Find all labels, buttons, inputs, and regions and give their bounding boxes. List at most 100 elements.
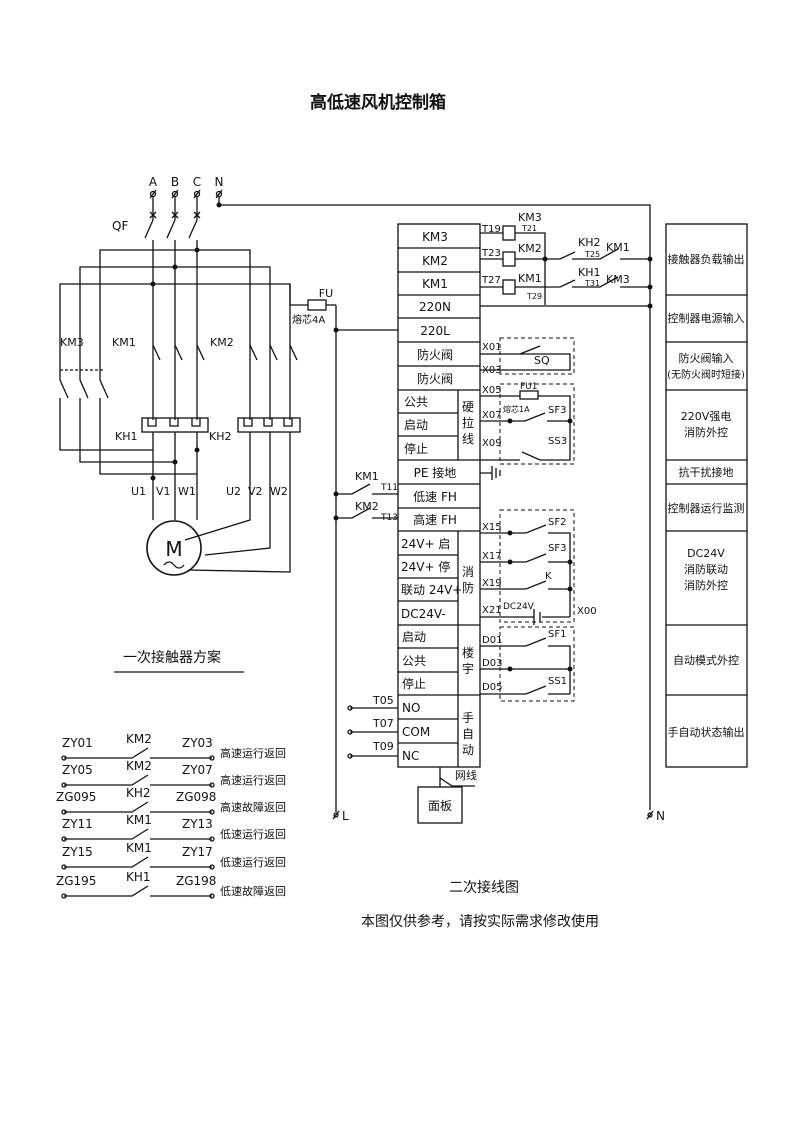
- svg-text:KM1: KM1: [126, 841, 152, 855]
- km1-contacts: [59, 330, 298, 475]
- svg-text:D05: D05: [482, 682, 502, 693]
- phase-n-label: N: [215, 175, 224, 189]
- l-bus: L KM1 T11 KM2 T13 T05 T07 T09: [332, 305, 398, 823]
- svg-text:T29: T29: [526, 292, 542, 301]
- phase-a-label: A: [149, 175, 158, 189]
- func-emi-ground: 抗干扰接地: [679, 465, 734, 479]
- svg-text:T27: T27: [481, 275, 501, 286]
- km2-main-label: KM2: [210, 336, 234, 349]
- terminal-low-fh: 低速 FH: [413, 490, 457, 504]
- terminal-bms-common: 公共: [402, 654, 426, 668]
- terminal-nc: NC: [402, 749, 419, 763]
- svg-text:SS1: SS1: [548, 676, 567, 687]
- svg-text:DC24V: DC24V: [503, 602, 535, 612]
- svg-text:KM3: KM3: [606, 273, 630, 286]
- terminal-block: KM3 KM2 KM1 220N 220L 防火阀 防火阀 公共 启动 停止 P…: [397, 223, 481, 768]
- panel-box: [417, 786, 463, 824]
- svg-text:SF3: SF3: [548, 405, 566, 416]
- note-text: 本图仅供参考，请按实际需求修改使用: [361, 913, 599, 930]
- contactor-outputs: T19 T23 T27 KM3 T21 KM2 KM1 T29 KH2 T25 …: [480, 211, 653, 309]
- feedback-row: ZY11 KM1 ZY13 低速运行返回: [61, 813, 286, 842]
- qf-label: QF: [112, 219, 128, 233]
- svg-text:ZY11: ZY11: [62, 817, 93, 831]
- terminal-link-24v: 联动 24V+: [401, 583, 462, 597]
- terminal-com: COM: [402, 725, 430, 739]
- svg-text:高速运行返回: 高速运行返回: [220, 746, 286, 760]
- terminal-bms-stop: 停止: [402, 676, 426, 691]
- group-manual-auto: 手: [462, 711, 474, 725]
- svg-text:KH2: KH2: [578, 236, 600, 249]
- u1-label: U1: [131, 485, 146, 498]
- svg-text:T07: T07: [372, 717, 394, 730]
- n-bus-label: N: [656, 809, 665, 823]
- terminal-220n: 220N: [419, 300, 451, 314]
- w1-label: W1: [178, 485, 196, 498]
- svg-text:X19: X19: [482, 578, 502, 589]
- func-dc24v: DC24V: [687, 547, 725, 560]
- terminal-hard-stop: 停止: [404, 441, 428, 456]
- svg-text:KM2: KM2: [355, 500, 379, 513]
- svg-text:X09: X09: [482, 438, 502, 449]
- svg-text:T09: T09: [372, 740, 394, 753]
- panel-label: 面板: [428, 799, 452, 813]
- svg-text:ZG095: ZG095: [56, 790, 96, 804]
- terminal-km2: KM2: [422, 254, 448, 268]
- function-table: 接触器负载输出 控制器电源输入 防火阀输入 (无防火阀时短接) 220V强电 消…: [665, 223, 748, 768]
- svg-text:ZY17: ZY17: [182, 845, 213, 859]
- svg-text:KM1: KM1: [606, 241, 630, 254]
- svg-text:KH1: KH1: [126, 870, 151, 884]
- w2-label: W2: [270, 485, 288, 498]
- svg-text:SS3: SS3: [548, 436, 567, 447]
- fu-label: FU: [319, 287, 333, 300]
- motor-symbol: [146, 520, 202, 576]
- fu-fuse: [307, 299, 327, 311]
- fire-damper-loop: X01 X03 SQ: [480, 337, 575, 376]
- terminal-220l: 220L: [420, 324, 450, 338]
- func-manual-auto-output: 手自动状态输出: [668, 725, 745, 739]
- page-title: 高低速风机控制箱: [310, 92, 446, 113]
- svg-text:ZY15: ZY15: [62, 845, 93, 859]
- panel-cable-label: 网线: [455, 768, 477, 782]
- kh2-label: KH2: [209, 430, 231, 443]
- svg-text:X17: X17: [482, 551, 502, 562]
- hard-wire-loop: X05 X07 X09 FU1 熔芯1A SF3 SS3: [480, 382, 575, 465]
- svg-text:SF3: SF3: [548, 543, 566, 554]
- svg-text:T25: T25: [584, 250, 600, 259]
- km3-main-label: KM3: [60, 336, 84, 349]
- feedback-row: ZY15 KM1 ZY17 低速运行返回: [61, 841, 286, 870]
- feedback-contacts: ZY01 KM2 ZY03 高速运行返回 ZY05 KM2 ZY07 高速运行返…: [56, 732, 286, 899]
- motor-label: M: [165, 537, 182, 561]
- svg-text:低速故障返回: 低速故障返回: [220, 884, 286, 898]
- terminal-km3: KM3: [422, 230, 448, 244]
- svg-text:自: 自: [462, 727, 474, 741]
- kh1-label: KH1: [115, 430, 137, 443]
- svg-text:X21: X21: [482, 605, 502, 616]
- phase-b-label: B: [171, 175, 179, 189]
- secondary-caption: 二次接线图: [449, 879, 519, 896]
- func-contactor-output: 接触器负载输出: [668, 252, 745, 266]
- svg-text:KH2: KH2: [126, 786, 151, 800]
- svg-text:低速运行返回: 低速运行返回: [220, 828, 286, 841]
- svg-text:SF1: SF1: [548, 629, 566, 640]
- qf-breaker: [144, 197, 201, 420]
- func-power-input: 控制器电源输入: [668, 311, 745, 325]
- fire-linkage-loop: X15 X17 X19 X21 SF2 SF3 K DC24V X00: [480, 509, 597, 625]
- group-hard-wire: 硬: [462, 400, 474, 414]
- terminal-fire-damper-2: 防火阀: [417, 371, 453, 386]
- kh1-relay: [141, 417, 209, 433]
- svg-text:SF2: SF2: [548, 517, 566, 528]
- svg-text:KM1: KM1: [355, 470, 379, 483]
- svg-text:T31: T31: [584, 279, 600, 288]
- svg-text:高速故障返回: 高速故障返回: [220, 800, 286, 814]
- v2-label: V2: [248, 485, 263, 498]
- svg-text:SQ: SQ: [534, 354, 550, 367]
- svg-text:ZG098: ZG098: [176, 790, 216, 804]
- svg-text:T05: T05: [372, 694, 394, 707]
- building-automation-loop: D01 D03 D05 SF1 SS1: [480, 626, 575, 702]
- svg-text:ZG198: ZG198: [176, 874, 216, 888]
- svg-text:ZY13: ZY13: [182, 817, 213, 831]
- svg-text:T21: T21: [521, 224, 537, 233]
- svg-text:ZY03: ZY03: [182, 736, 213, 750]
- primary-caption: 一次接触器方案: [123, 649, 221, 666]
- svg-text:ZG195: ZG195: [56, 874, 96, 888]
